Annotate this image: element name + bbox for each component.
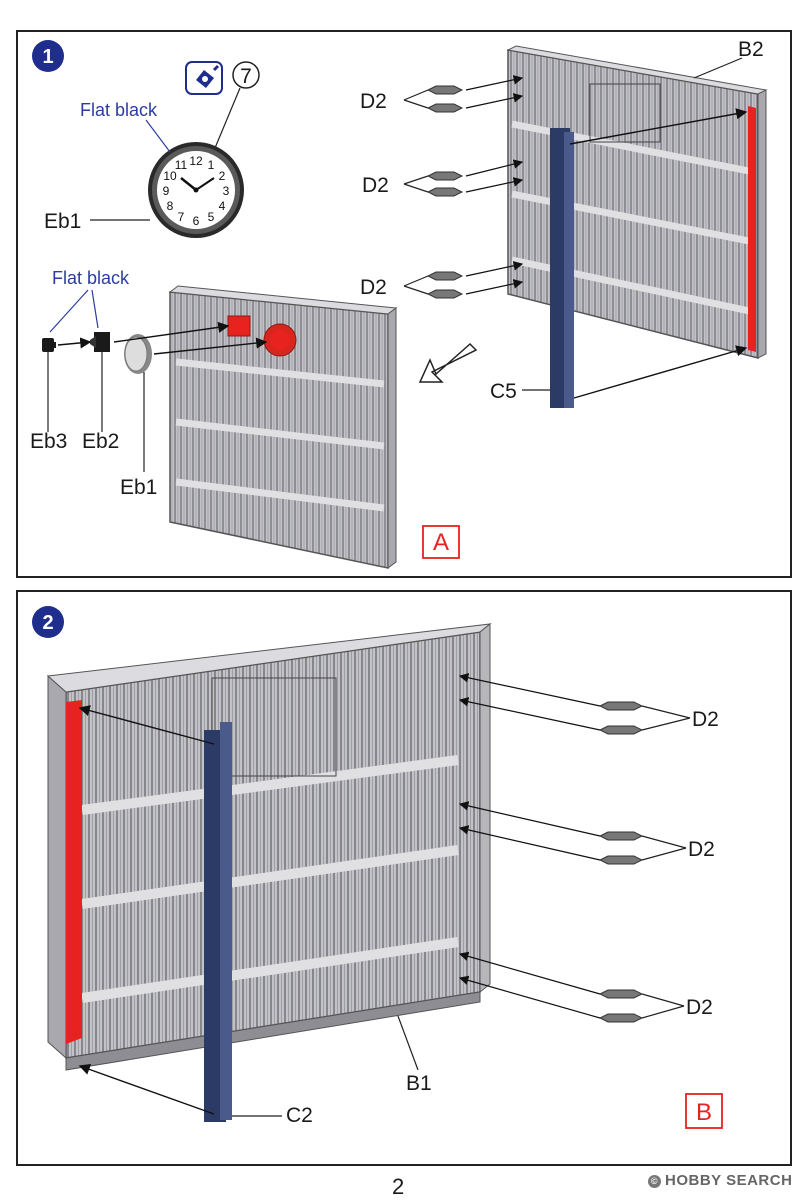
wall-panel-a	[168, 285, 398, 569]
box-b: B	[685, 1093, 723, 1129]
step-1-badge: 1	[32, 40, 64, 72]
eb1-clock-label: Eb1	[44, 210, 81, 233]
clock-numeral: 8	[167, 199, 174, 213]
eb3-label: Eb3	[30, 430, 67, 453]
step-2-number: 2	[42, 612, 53, 634]
clock-numeral: 10	[163, 169, 177, 183]
d2-mid-label: D2	[362, 174, 389, 197]
paint-icon	[185, 61, 223, 95]
clock-numeral: 3	[223, 184, 230, 198]
direction-arrow-icon	[418, 342, 478, 383]
clock-numeral: 12	[189, 154, 203, 168]
eb2-label: Eb2	[82, 430, 119, 453]
post-c5	[550, 128, 574, 408]
clock-numeral: 11	[175, 158, 188, 172]
step-1-number: 1	[42, 46, 53, 68]
b2-label: B2	[738, 38, 764, 61]
b1-label: B1	[406, 1072, 432, 1095]
box-a-label: A	[433, 529, 449, 556]
eb1-label: Eb1	[120, 476, 157, 499]
page-number: 2	[392, 1174, 405, 1199]
flat-black-parts-label: Flat black	[52, 268, 130, 288]
c2-label: C2	[286, 1104, 313, 1127]
d2-pins	[426, 85, 464, 299]
d2-bot-label: D2	[360, 276, 387, 299]
watermark-text: HOBBY SEARCH	[665, 1172, 793, 1189]
paint-ref-badge: 7	[232, 61, 260, 89]
box-b-label: B	[696, 1099, 712, 1126]
part-eb2	[90, 332, 110, 352]
wall-panel-b1	[46, 622, 492, 1071]
step-2-illustration: 2 D2 D2 D2 B1 C2	[32, 606, 723, 1129]
c5-label: C5	[490, 380, 517, 403]
clock-numeral: 9	[163, 184, 170, 198]
wall-panel-b2	[506, 45, 768, 359]
clock-numeral: 7	[178, 210, 185, 224]
box-a: A	[422, 525, 460, 559]
d2-top-label: D2	[360, 90, 387, 113]
part-eb1	[124, 334, 152, 374]
d2-top-label-step2: D2	[692, 708, 719, 731]
paint-ref-number: 7	[240, 65, 252, 88]
d2-mid-label-step2: D2	[688, 838, 715, 861]
step-2-badge: 2	[32, 606, 64, 638]
watermark: © HOBBY SEARCH	[648, 1172, 792, 1189]
d2-pins-step2	[598, 701, 644, 1023]
d2-bot-label-step2: D2	[686, 996, 713, 1019]
step-2-panel: 2 D2 D2 D2 B1 C2	[16, 590, 792, 1166]
part-eb3	[42, 338, 56, 352]
post-c2	[204, 722, 232, 1122]
flat-black-clock-label: Flat black	[80, 100, 158, 120]
clock-numeral: 4	[219, 199, 226, 213]
clock-numeral: 2	[219, 169, 226, 183]
clock-numeral: 5	[208, 210, 215, 224]
watermark-icon: ©	[648, 1175, 661, 1188]
clock-numeral: 6	[193, 214, 200, 228]
clock-numeral: 1	[208, 158, 215, 172]
